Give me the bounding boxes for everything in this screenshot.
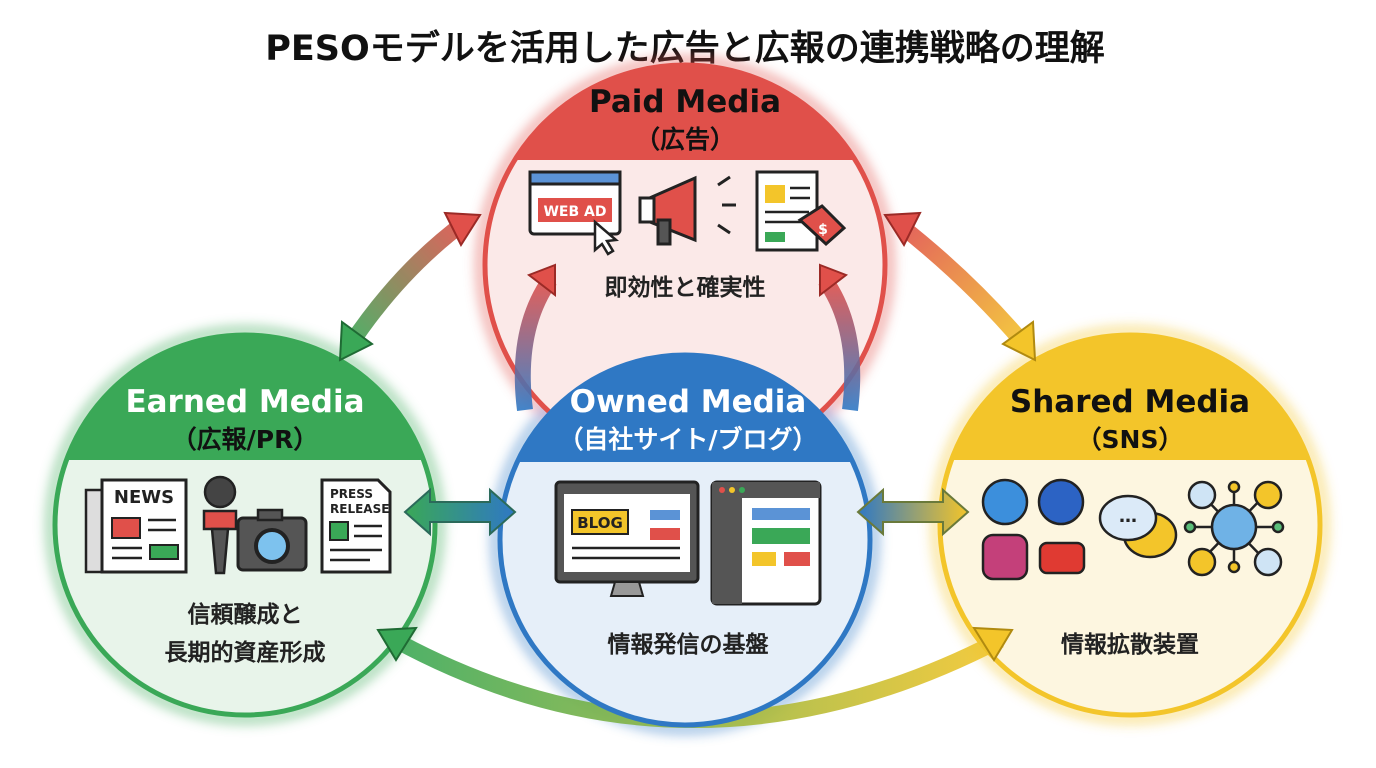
owned-media-description: 情報発信の基盤 bbox=[608, 631, 770, 658]
earned-media-description-line2: 長期的資産形成 bbox=[165, 639, 326, 666]
microphone-icon bbox=[202, 475, 238, 575]
website-layout-icon bbox=[710, 480, 822, 606]
network-icon bbox=[1183, 480, 1285, 577]
svg-text:RELEASE: RELEASE bbox=[330, 502, 389, 516]
flyer-price-tag-icon: $ bbox=[755, 170, 847, 252]
megaphone-icon bbox=[638, 175, 736, 246]
owned-media-circle: Owned Media （自社サイト/ブログ） BLOG 情報発信の基盤 bbox=[497, 352, 873, 728]
arrow-earned-paid bbox=[343, 215, 470, 350]
owned-media-title: Owned Media bbox=[570, 384, 807, 420]
camera-icon bbox=[236, 508, 308, 572]
earned-media-title: Earned Media bbox=[125, 384, 364, 420]
shared-media-description: 情報拡散装置 bbox=[1061, 631, 1199, 658]
svg-text:…: … bbox=[1119, 506, 1137, 527]
arrow-owned-shared bbox=[856, 487, 970, 537]
newspaper-icon: NEWS bbox=[84, 478, 188, 574]
web-ad-icon: WEB AD bbox=[528, 170, 622, 256]
youtube-icon bbox=[1038, 541, 1086, 575]
arrow-paid-shared bbox=[895, 218, 1032, 351]
shared-media-title: Shared Media bbox=[1010, 384, 1250, 420]
earned-media-subtitle: （広報/PR） bbox=[172, 425, 319, 454]
svg-text:WEB AD: WEB AD bbox=[543, 204, 606, 220]
chat-bubbles-icon: … bbox=[1098, 494, 1178, 559]
svg-text:NEWS: NEWS bbox=[114, 487, 174, 508]
shared-media-subtitle: （SNS） bbox=[1077, 425, 1184, 454]
monitor-blog-icon: BLOG bbox=[554, 480, 700, 597]
paid-media-title: Paid Media bbox=[589, 84, 781, 120]
arrow-earned-owned bbox=[403, 487, 517, 537]
arrow-owned-paid-left bbox=[514, 275, 557, 411]
svg-text:$: $ bbox=[818, 222, 828, 238]
facebook-icon bbox=[1037, 478, 1085, 526]
paid-media-description: 即効性と確実性 bbox=[605, 274, 766, 301]
svg-text:PRESS: PRESS bbox=[330, 487, 373, 501]
press-release-icon: PRESS RELEASE bbox=[320, 478, 392, 574]
instagram-icon bbox=[981, 533, 1029, 581]
earned-media-description-line1: 信頼醸成と bbox=[188, 601, 303, 628]
owned-media-subtitle: （自社サイト/ブログ） bbox=[558, 425, 817, 454]
svg-text:BLOG: BLOG bbox=[577, 514, 623, 532]
paid-media-subtitle: （広告） bbox=[635, 125, 735, 154]
twitter-icon bbox=[981, 478, 1029, 526]
arrow-owned-paid-right bbox=[818, 275, 861, 411]
